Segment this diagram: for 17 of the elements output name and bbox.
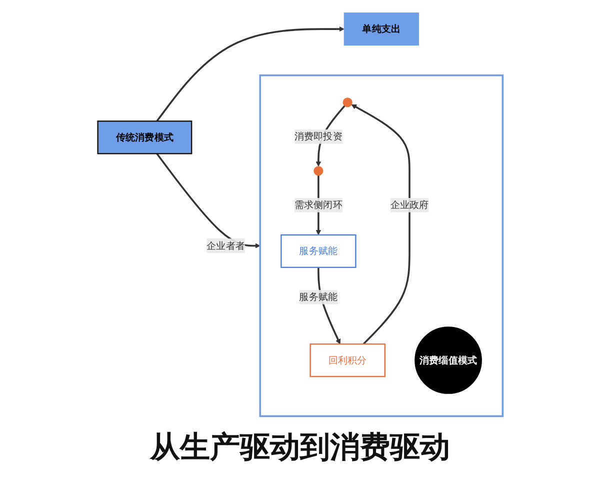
- edge-label: 服务赋能: [298, 291, 338, 303]
- node-box: 传统消费模式: [96, 120, 192, 154]
- node-circle: 消费缁值模式: [414, 326, 482, 394]
- edge-label: 企业政府: [390, 199, 428, 211]
- arrow: [351, 104, 410, 345]
- edge-label: 企业者者: [206, 240, 245, 252]
- node-box: 单纯支出: [344, 12, 419, 46]
- edge-label: 消费即投资: [294, 130, 342, 142]
- arrow: [156, 26, 344, 122]
- banner-title: 从生产驱动到消费驱动: [150, 429, 450, 467]
- node-box: 回利积分: [309, 343, 386, 378]
- arrow: [156, 153, 260, 248]
- cluster: [258, 74, 504, 418]
- edge-label: 需求侧闭环: [294, 199, 342, 211]
- node-circle: [313, 166, 323, 176]
- node-box: 服务赋能: [280, 234, 356, 268]
- node-circle: [342, 98, 352, 108]
